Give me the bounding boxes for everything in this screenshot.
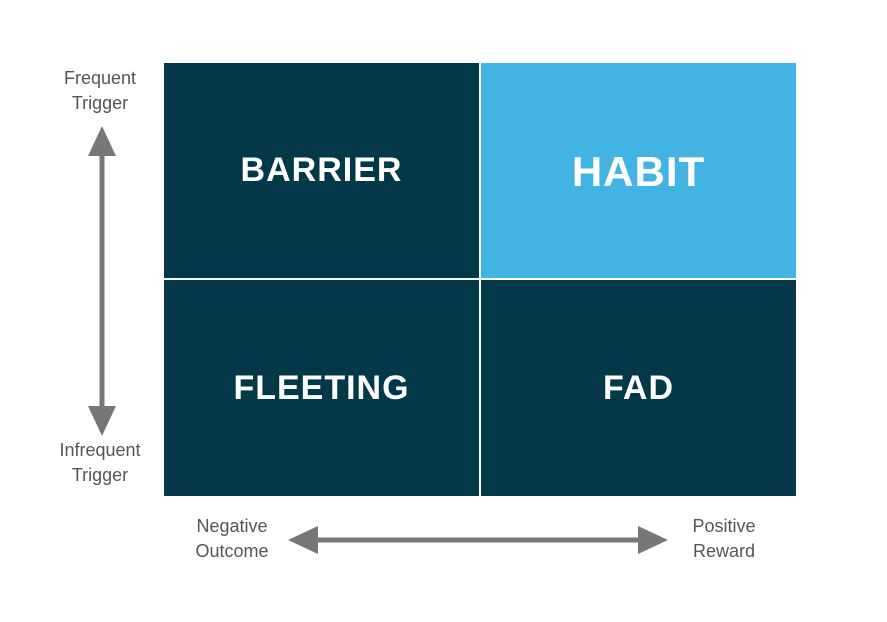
x-axis-left-line-1: Negative: [196, 516, 268, 536]
arrow-head-right: [638, 526, 668, 554]
arrow-head-left: [288, 526, 318, 554]
x-axis-right-line-1: Positive: [692, 516, 756, 536]
quadrant-barrier: BARRIER: [164, 63, 479, 278]
quadrant-fleeting: FLEETING: [164, 280, 479, 496]
x-axis-left-line-2: Outcome: [195, 541, 269, 561]
y-axis-bottom-line-1: Infrequent: [59, 440, 141, 460]
habit-quadrant-grid: BARRIER HABIT FLEETING FAD: [164, 63, 796, 496]
quadrant-habit-label: HABIT: [571, 147, 706, 195]
x-axis-left-label: Negative Outcome: [172, 514, 292, 564]
vertical-double-arrow-icon: [88, 126, 116, 436]
quadrant-fad-label: FAD: [603, 368, 674, 407]
arrow-head-up: [88, 126, 116, 156]
y-axis-bottom-label: Infrequent Trigger: [40, 438, 160, 488]
quadrant-habit: HABIT: [481, 63, 796, 278]
arrow-shaft-horizontal: [316, 537, 640, 543]
y-axis-top-label: Frequent Trigger: [40, 66, 160, 116]
y-axis-bottom-line-2: Trigger: [71, 465, 129, 485]
arrow-shaft-vertical: [99, 154, 105, 408]
quadrant-fad: FAD: [481, 280, 796, 496]
quadrant-fleeting-label: FLEETING: [233, 368, 410, 407]
arrow-head-down: [88, 406, 116, 436]
y-axis-top-line-1: Frequent: [63, 68, 137, 88]
x-axis-right-line-2: Reward: [692, 541, 756, 561]
quadrant-barrier-label: BARRIER: [240, 151, 403, 189]
y-axis-top-line-2: Trigger: [71, 93, 129, 113]
x-axis-right-label: Positive Reward: [664, 514, 784, 564]
horizontal-double-arrow-icon: [288, 526, 668, 554]
